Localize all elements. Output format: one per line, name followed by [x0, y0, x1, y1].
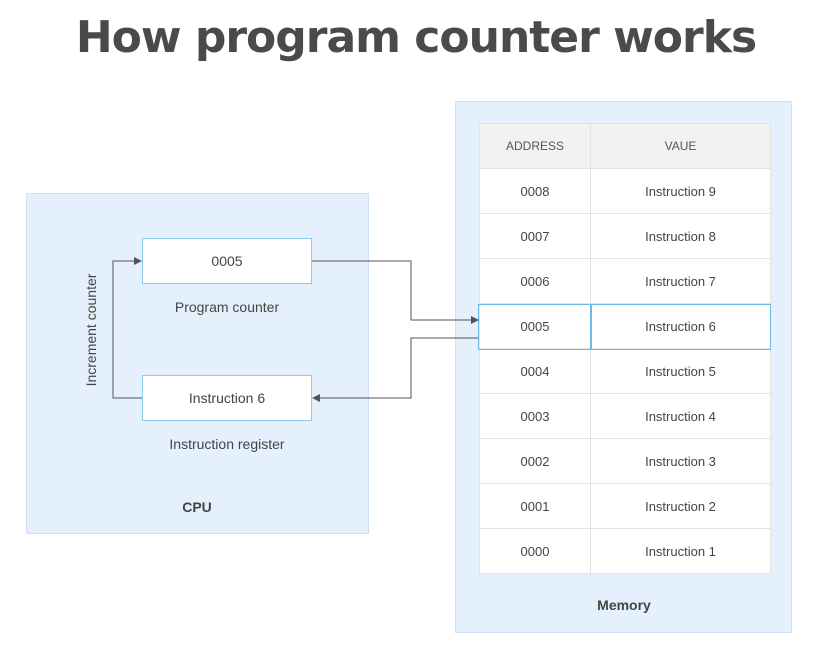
memory-value-cell: Instruction 9 [590, 168, 771, 214]
instruction-register-caption: Instruction register [169, 436, 285, 452]
instruction-register-value: Instruction 6 [188, 390, 266, 406]
memory-table-header: ADDRESS VAUE [479, 123, 771, 169]
address-column-header: ADDRESS [479, 123, 591, 169]
instruction-register-box: Instruction 6 [142, 375, 312, 421]
memory-label: Memory [597, 597, 651, 613]
memory-address-cell: 0001 [479, 483, 591, 529]
memory-address-cell: 0003 [479, 393, 591, 439]
program-counter-caption: Program counter [174, 299, 280, 315]
memory-value-cell: Instruction 7 [590, 258, 771, 304]
pc-to-memory-arrow [312, 260, 479, 324]
memory-value-cell: Instruction 8 [590, 213, 771, 259]
cpu-label: CPU [182, 499, 212, 515]
memory-value-cell: Instruction 4 [590, 393, 771, 439]
memory-address-cell: 0000 [479, 528, 591, 574]
memory-value-cell: Instruction 3 [590, 438, 771, 484]
highlighted-row-divider [590, 304, 592, 350]
value-column-header: VAUE [590, 123, 771, 169]
memory-address-cell: 0002 [479, 438, 591, 484]
increment-loop-arrow [112, 257, 142, 399]
memory-address-cell: 0006 [479, 258, 591, 304]
memory-address-cell: 0007 [479, 213, 591, 259]
program-counter-box: 0005 [142, 238, 312, 284]
page-title: How program counter works [75, 12, 757, 63]
memory-value-cell: Instruction 2 [590, 483, 771, 529]
memory-to-ir-arrow [312, 337, 478, 402]
memory-value-cell: Instruction 1 [590, 528, 771, 574]
memory-value-cell: Instruction 6 [590, 303, 771, 349]
program-counter-value: 0005 [211, 253, 243, 269]
